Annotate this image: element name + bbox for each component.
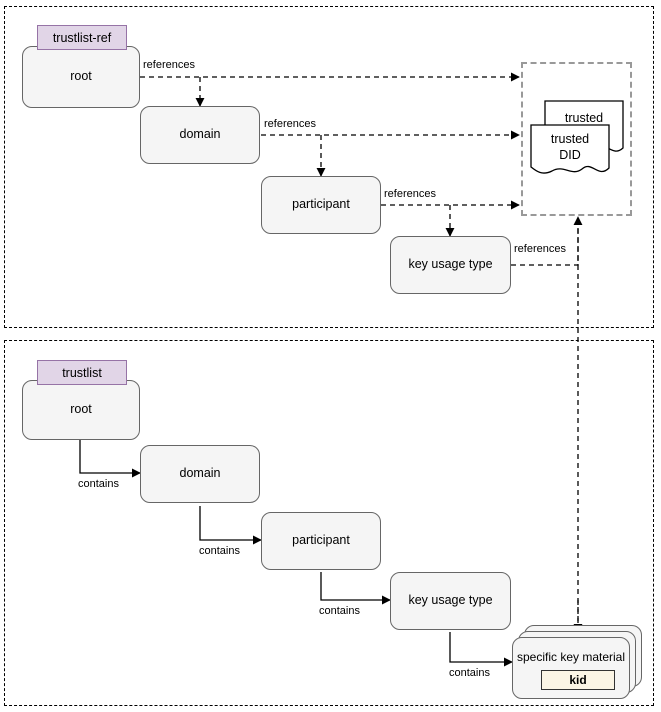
node-c-domain-label: domain: [179, 466, 221, 481]
edge-label-contains-3: contains: [317, 605, 362, 617]
group-trustlist-ref: [4, 6, 654, 328]
node-c-root[interactable]: root: [22, 380, 140, 440]
node-ref-keyusage[interactable]: key usage type: [390, 236, 511, 294]
node-c-keymaterial-label: specific key material: [516, 650, 626, 664]
badge-kid-label: kid: [569, 673, 587, 687]
edge-label-references-2: references: [262, 118, 318, 130]
edge-label-contains-2: contains: [197, 545, 242, 557]
tag-trustlist-label: trustlist: [62, 365, 102, 380]
trusted-doc-front-shape: [530, 124, 610, 182]
trusted-doc-front-line1: trusted: [550, 132, 590, 146]
node-ref-domain-label: domain: [179, 127, 221, 142]
node-c-participant-label: participant: [292, 533, 350, 548]
edge-label-contains-1: contains: [76, 478, 121, 490]
tag-trustlist-ref: trustlist-ref: [37, 25, 127, 50]
tag-trustlist: trustlist: [37, 360, 127, 385]
edge-label-references-4: references: [512, 243, 568, 255]
node-ref-participant[interactable]: participant: [261, 176, 381, 234]
trusted-doc-front-label: trusted DID: [530, 131, 610, 164]
trusted-doc-front-line2: DID: [559, 148, 581, 163]
node-ref-root[interactable]: root: [22, 46, 140, 108]
node-ref-root-label: root: [70, 69, 92, 84]
node-c-keyusage[interactable]: key usage type: [390, 572, 511, 630]
edge-label-contains-4: contains: [447, 667, 492, 679]
node-ref-keyusage-label: key usage type: [408, 257, 493, 272]
node-ref-participant-label: participant: [292, 197, 350, 212]
group-trustlist: [4, 340, 654, 706]
node-c-root-label: root: [70, 402, 92, 417]
edge-label-references-3: references: [382, 188, 438, 200]
tag-trustlist-ref-label: trustlist-ref: [52, 30, 112, 45]
node-c-domain[interactable]: domain: [140, 445, 260, 503]
node-c-participant[interactable]: participant: [261, 512, 381, 570]
edge-label-references-1: references: [141, 59, 197, 71]
node-ref-domain[interactable]: domain: [140, 106, 260, 164]
node-c-keyusage-label: key usage type: [408, 593, 493, 608]
trusted-doc-back-label: trusted: [564, 111, 604, 125]
badge-kid: kid: [541, 670, 615, 690]
